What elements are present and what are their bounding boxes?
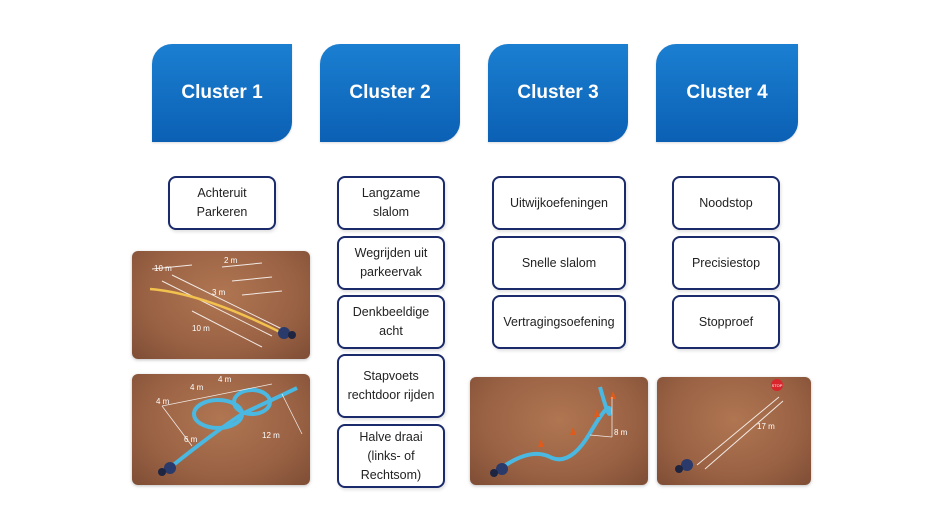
slalom-label-1: 8 m xyxy=(614,428,628,437)
exercise-langzame-slalom: Langzame slalom xyxy=(337,176,445,230)
eight-label-3: 4 m xyxy=(218,375,232,384)
exercise-precisiestop: Precisiestop xyxy=(672,236,780,290)
exercise-denkbeeldige-acht: Denkbeeldige acht xyxy=(337,295,445,349)
cluster-4-header: Cluster 4 xyxy=(656,44,798,142)
cluster-1-title: Cluster 1 xyxy=(181,82,263,103)
parking-exercise-image: 10 m 2 m 3 m 10 m xyxy=(132,251,310,359)
eight-label-1: 4 m xyxy=(156,397,170,406)
exercise-snelle-slalom: Snelle slalom xyxy=(492,236,626,290)
parking-label-1: 10 m xyxy=(154,264,172,273)
figure-eight-exercise-image: 4 m 4 m 4 m 6 m 12 m xyxy=(132,374,310,485)
parking-label-3: 3 m xyxy=(212,288,226,297)
exercise-stapvoets-rechtdoor-rijden: Stapvoets rechtdoor rijden xyxy=(337,354,445,418)
cluster-1-header: Cluster 1 xyxy=(152,44,292,142)
exercise-achteruit-parkeren: Achteruit Parkeren xyxy=(168,176,276,230)
eight-label-4: 6 m xyxy=(184,435,198,444)
cluster-2-header: Cluster 2 xyxy=(320,44,460,142)
parking-label-2: 2 m xyxy=(224,256,238,265)
parking-label-4: 10 m xyxy=(192,324,210,333)
stop-exercise-image: STOP 17 m xyxy=(657,377,811,485)
cluster-3-header: Cluster 3 xyxy=(488,44,628,142)
cluster-4-title: Cluster 4 xyxy=(686,82,768,103)
exercise-halve-draai: Halve draai (links- of Rechtsom) xyxy=(337,424,445,488)
cluster-2-title: Cluster 2 xyxy=(349,82,431,103)
cluster-3-title: Cluster 3 xyxy=(517,82,599,103)
exercise-uitwijkoefeningen: Uitwijkoefeningen xyxy=(492,176,626,230)
exercise-wegrijden-uit-parkeervak: Wegrijden uit parkeervak xyxy=(337,236,445,290)
exercise-noodstop: Noodstop xyxy=(672,176,780,230)
exercise-stopproef: Stopproef xyxy=(672,295,780,349)
stop-sign-text: STOP xyxy=(772,383,783,388)
slalom-exercise-image: 8 m xyxy=(470,377,648,485)
exercise-vertragingsoefening: Vertragingsoefening xyxy=(492,295,626,349)
eight-label-2: 4 m xyxy=(190,383,204,392)
stop-label-1: 17 m xyxy=(757,422,775,431)
eight-label-5: 12 m xyxy=(262,431,280,440)
